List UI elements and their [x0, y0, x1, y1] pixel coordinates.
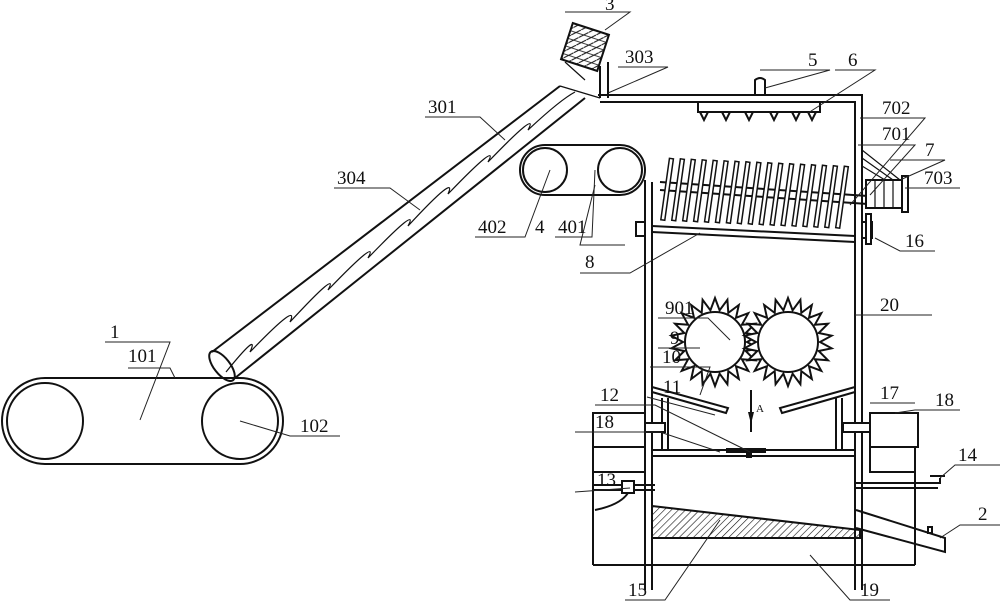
roller-left [7, 383, 83, 459]
label-2: 2 [978, 504, 988, 525]
brush-bristle [814, 165, 827, 227]
mesh-screen-15 [652, 506, 860, 538]
brush-roller-7 [660, 158, 868, 228]
crushing-roller [685, 312, 745, 372]
brush-bristle [770, 163, 783, 225]
label-4: 4 [535, 217, 545, 238]
outlet-pipe-14 [855, 476, 945, 488]
label-702: 702 [882, 98, 911, 119]
brush-bristle [803, 165, 816, 227]
label-304: 304 [337, 168, 366, 189]
section-arrow-a: A [748, 390, 764, 432]
label-102: 102 [300, 416, 329, 437]
label-17: 17 [880, 383, 899, 404]
label-701: 701 [882, 124, 911, 145]
label-9: 9 [670, 328, 680, 349]
brush-bristle [672, 159, 685, 221]
label-703: 703 [924, 168, 953, 189]
brush-bristle [705, 160, 718, 222]
brush-bristle [737, 162, 750, 224]
label-401: 401 [558, 217, 587, 238]
label-18-right: 18 [935, 390, 954, 411]
label-1: 1 [110, 322, 120, 343]
label-11: 11 [663, 377, 681, 398]
hopper-3 [561, 23, 609, 98]
belt-conveyor-4 [520, 145, 645, 195]
brush-bristle [836, 166, 849, 228]
label-8: 8 [585, 252, 595, 273]
brush-bristle [748, 162, 761, 224]
label-303: 303 [625, 47, 654, 68]
label-5: 5 [808, 50, 818, 71]
label-6: 6 [848, 50, 858, 71]
filter-plate-11 [652, 448, 855, 458]
nozzles-6 [700, 112, 816, 120]
crushing-roller [758, 312, 818, 372]
spray-assembly-5 [698, 78, 820, 120]
label-402: 402 [478, 217, 507, 238]
label-18-left: 18 [595, 412, 614, 433]
crushing-rollers-9 [671, 298, 831, 386]
label-20: 20 [880, 295, 899, 316]
label-3: 3 [605, 0, 615, 15]
label-13: 13 [597, 470, 616, 491]
label-301: 301 [428, 97, 457, 118]
brush-bristle [683, 159, 696, 221]
brush-bristle [759, 163, 772, 225]
label-15: 15 [628, 580, 647, 601]
section-marker-label: A [756, 403, 764, 415]
side-boxes [593, 413, 918, 472]
label-19: 19 [860, 580, 879, 601]
brush-bristle [781, 164, 794, 226]
brush-bristle [694, 160, 707, 222]
label-12: 12 [600, 385, 619, 406]
label-7: 7 [925, 140, 935, 161]
brush-bristle [825, 166, 838, 228]
brush-bristle [792, 164, 805, 226]
label-14: 14 [958, 445, 978, 466]
label-901: 901 [665, 298, 694, 319]
leader-lines [105, 12, 1000, 600]
label-101: 101 [128, 346, 157, 367]
brush-bristle [715, 161, 728, 223]
label-10: 10 [662, 347, 681, 368]
discharge-chute-2 [856, 510, 945, 552]
brush-bristle [726, 161, 739, 223]
motor-703 [862, 150, 908, 212]
label-16: 16 [905, 231, 924, 252]
